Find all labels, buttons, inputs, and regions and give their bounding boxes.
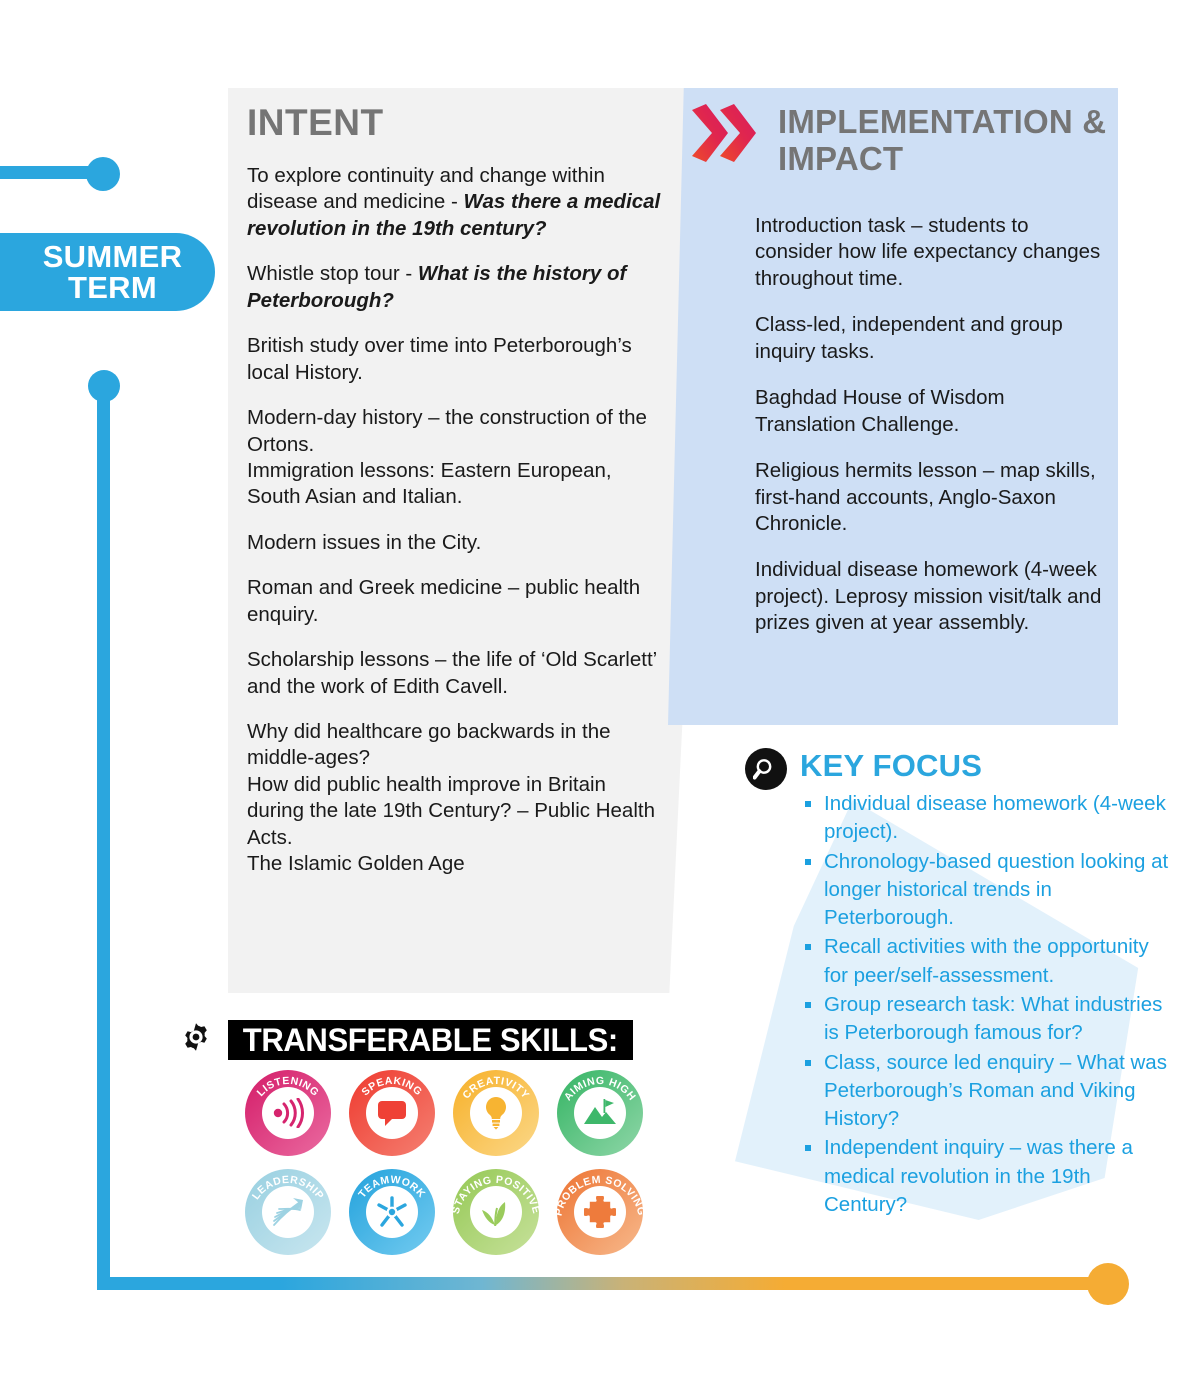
intent-paragraph-emphasis: Was there a medical revolution in the 19… xyxy=(247,190,661,240)
magnifying-glass-icon xyxy=(745,748,787,790)
intent-paragraph: Scholarship lessons – the life of ‘Old S… xyxy=(247,648,657,698)
intent-paragraph: Roman and Greek medicine – public health… xyxy=(247,576,641,626)
mountain-flag-icon xyxy=(574,1087,626,1139)
key-focus-item: Group research task: What industries is … xyxy=(800,991,1172,1048)
intent-title: INTENT xyxy=(247,102,384,143)
timeline-top-connector xyxy=(0,166,110,179)
intent-paragraph: Modern issues in the City. xyxy=(247,530,482,554)
transferable-skills-badges: LISTENING SPEAKING xyxy=(236,1070,648,1264)
implementation-paragraph: Individual disease homework (4-week proj… xyxy=(755,558,1102,635)
intent-paragraph-emphasis: What is the history of Peterborough? xyxy=(247,262,627,312)
implementation-body: Introduction task – students to consider… xyxy=(755,213,1110,657)
key-focus-item: Chronology-based question looking at lon… xyxy=(800,848,1172,933)
puzzle-piece-icon xyxy=(574,1186,626,1238)
speech-bubble-icon xyxy=(366,1087,418,1139)
double-chevron-right-icon xyxy=(688,100,758,175)
key-focus-item: Recall activities with the opportunity f… xyxy=(800,933,1172,990)
skill-badge-problem-solving: PROBLEM SOLVING xyxy=(548,1169,648,1264)
skill-badge-leadership: LEADERSHIP xyxy=(236,1169,336,1264)
timeline-end-dot xyxy=(1087,1263,1129,1305)
badge-hole xyxy=(574,1087,626,1139)
timeline-bottom-line xyxy=(97,1277,1109,1290)
arrow-burst-icon xyxy=(262,1186,314,1238)
implementation-paragraph: Class-led, independent and group inquiry… xyxy=(755,313,1063,363)
intent-paragraph: Modern-day history – the construction of… xyxy=(247,406,647,456)
intent-panel xyxy=(228,88,713,993)
intent-paragraph-lead: To explore continuity and change within … xyxy=(247,164,605,214)
key-focus-item: Individual disease homework (4-week proj… xyxy=(800,790,1172,847)
intent-paragraph: British study over time into Peterboroug… xyxy=(247,334,632,384)
lightbulb-icon xyxy=(470,1087,522,1139)
intent-paragraph: Whistle stop tour - What is the history … xyxy=(247,261,667,314)
implementation-panel xyxy=(668,88,1118,725)
transferable-skills-title: TRANSFERABLE SKILLS: xyxy=(242,1022,618,1058)
intent-paragraph: The Islamic Golden Age xyxy=(247,852,465,876)
term-label-line2: TERM xyxy=(67,270,157,305)
implementation-paragraph: Baghdad House of Wisdom Translation Chal… xyxy=(755,386,1005,436)
skill-badge-creativity: CREATIVITY xyxy=(444,1070,544,1165)
implementation-title: IMPLEMENTATION & IMPACT xyxy=(778,103,1107,178)
sound-waves-icon xyxy=(262,1087,314,1139)
summer-term-pill: SUMMER TERM xyxy=(0,233,215,311)
intent-paragraph: Why did healthcare go backwards in the m… xyxy=(247,720,611,770)
sprout-icon xyxy=(470,1186,522,1238)
transferable-skills-bar: TRANSFERABLE SKILLS: xyxy=(228,1020,633,1060)
skill-badge-speaking: SPEAKING xyxy=(340,1070,440,1165)
skill-badge-staying-positive: STAYING POSITIVE xyxy=(444,1169,544,1264)
skill-badge-teamwork: TEAMWORK xyxy=(340,1169,440,1264)
intent-paragraph: Immigration lessons: Eastern European, S… xyxy=(247,458,612,509)
implementation-paragraph: Introduction task – students to consider… xyxy=(755,214,1101,290)
key-focus-list: Individual disease homework (4-week proj… xyxy=(800,790,1172,1220)
intent-paragraph: How did public health improve in Britain… xyxy=(247,772,655,849)
people-star-icon xyxy=(366,1186,418,1238)
intent-paragraph-lead: Whistle stop tour - xyxy=(247,262,418,286)
gear-icon xyxy=(178,1019,214,1055)
intent-body: To explore continuity and change within … xyxy=(247,163,667,878)
timeline-vertical-line xyxy=(97,390,110,1290)
skill-badge-listening: LISTENING xyxy=(236,1070,336,1165)
intent-paragraph: To explore continuity and change within … xyxy=(247,163,667,242)
timeline-top-dot xyxy=(86,157,120,191)
implementation-paragraph: Religious hermits lesson – map skills, f… xyxy=(755,459,1096,535)
key-focus-item: Class, source led enquiry – What was Pet… xyxy=(800,1049,1172,1134)
skill-badge-aiming-high: AIMING HIGH xyxy=(548,1070,648,1165)
key-focus-item: Independent inquiry – was there a medica… xyxy=(800,1134,1172,1219)
term-label-line1: SUMMER xyxy=(42,239,183,274)
key-focus-title: KEY FOCUS xyxy=(800,748,983,783)
